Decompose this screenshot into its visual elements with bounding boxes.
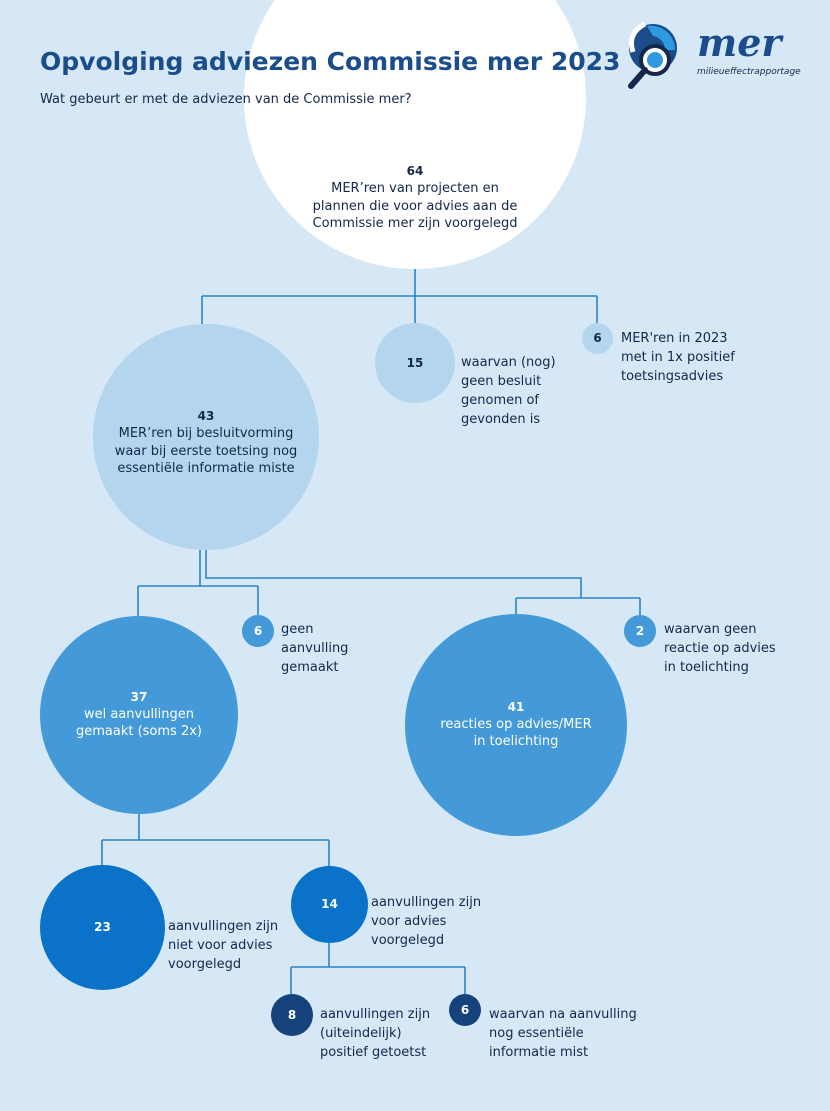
- mer-logo: mer milieueffectrapportage: [625, 20, 805, 95]
- niet-voorgelegd-label: aanvullingen zijn niet voor advies voorg…: [168, 919, 279, 972]
- positief-label: MER'ren in 2023 met in 1x positief toets…: [621, 331, 735, 384]
- positief-value: 6: [593, 331, 602, 346]
- besluitvorming-text: MER’ren bij besluitvorming waar bij eers…: [114, 426, 298, 477]
- level1-to-level2-right-connector: [205, 550, 641, 615]
- voorgelegd-value: 14: [321, 897, 338, 912]
- level2-to-level3-connector: [101, 814, 330, 866]
- info-mist-circle: 6: [449, 994, 481, 1026]
- positief-getoetst-circle: 8: [271, 994, 313, 1036]
- level3-to-level4-connector: [290, 943, 466, 994]
- positief-getoetst-label: aanvullingen zijn (uiteindelijk) positie…: [320, 1007, 431, 1060]
- root-circle: 64 MER’ren van projecten en plannen die …: [244, 0, 586, 269]
- geen-besluit-label: waarvan (nog) geen besluit genomen of ge…: [461, 355, 556, 427]
- voorgelegd-label: aanvullingen zijn voor advies voorgelegd: [371, 895, 482, 948]
- positief-circle: 6: [582, 323, 613, 354]
- geen-aanvulling-circle: 6: [242, 615, 274, 647]
- level1-to-level2-left-connector: [137, 550, 259, 616]
- geen-aanvulling-label: geen aanvulling gemaakt: [281, 622, 349, 675]
- besluitvorming-circle: 43 MER’ren bij besluitvorming waar bij e…: [93, 324, 319, 550]
- geen-besluit-value: 15: [406, 355, 424, 370]
- geen-reactie-circle: 2: [624, 615, 656, 647]
- root-to-level1-connector: [201, 265, 598, 324]
- niet-voorgelegd-value: 23: [94, 920, 111, 935]
- voorgelegd-circle: 14: [291, 866, 368, 943]
- geen-reactie-label: waarvan geen reactie op advies in toelic…: [664, 622, 776, 675]
- reacties-text: reacties op advies/MER in toelichting: [440, 716, 592, 750]
- root-text: MER’ren van projecten en plannen die voo…: [312, 181, 518, 232]
- magnifier-logo-icon: [628, 21, 677, 89]
- page-title: Opvolging adviezen Commissie mer 2023: [40, 47, 621, 76]
- info-mist-value: 6: [460, 1002, 470, 1017]
- geen-reactie-value: 2: [635, 623, 645, 638]
- info-mist-label: waarvan na aanvulling nog essentiële inf…: [489, 1007, 637, 1060]
- wel-aanvullingen-text: wel aanvullingen gemaakt (soms 2x): [75, 706, 202, 740]
- niet-voorgelegd-circle: 23: [40, 865, 165, 990]
- wel-aanvullingen-value: 37: [130, 690, 148, 705]
- logo-subtitle: milieueffectrapportage: [697, 67, 801, 77]
- reacties-circle: 41 reacties op advies/MER in toelichting: [405, 614, 627, 836]
- logo-word: mer: [697, 20, 782, 65]
- positief-getoetst-value: 8: [287, 1007, 297, 1022]
- besluitvorming-value: 43: [197, 409, 215, 424]
- wel-aanvullingen-circle: 37 wel aanvullingen gemaakt (soms 2x): [40, 616, 238, 814]
- page-subtitle: Wat gebeurt er met de adviezen van de Co…: [40, 92, 412, 107]
- geen-besluit-circle: 15: [375, 323, 455, 403]
- root-value: 64: [406, 164, 424, 179]
- reacties-value: 41: [507, 700, 525, 715]
- geen-aanvulling-value: 6: [253, 623, 263, 638]
